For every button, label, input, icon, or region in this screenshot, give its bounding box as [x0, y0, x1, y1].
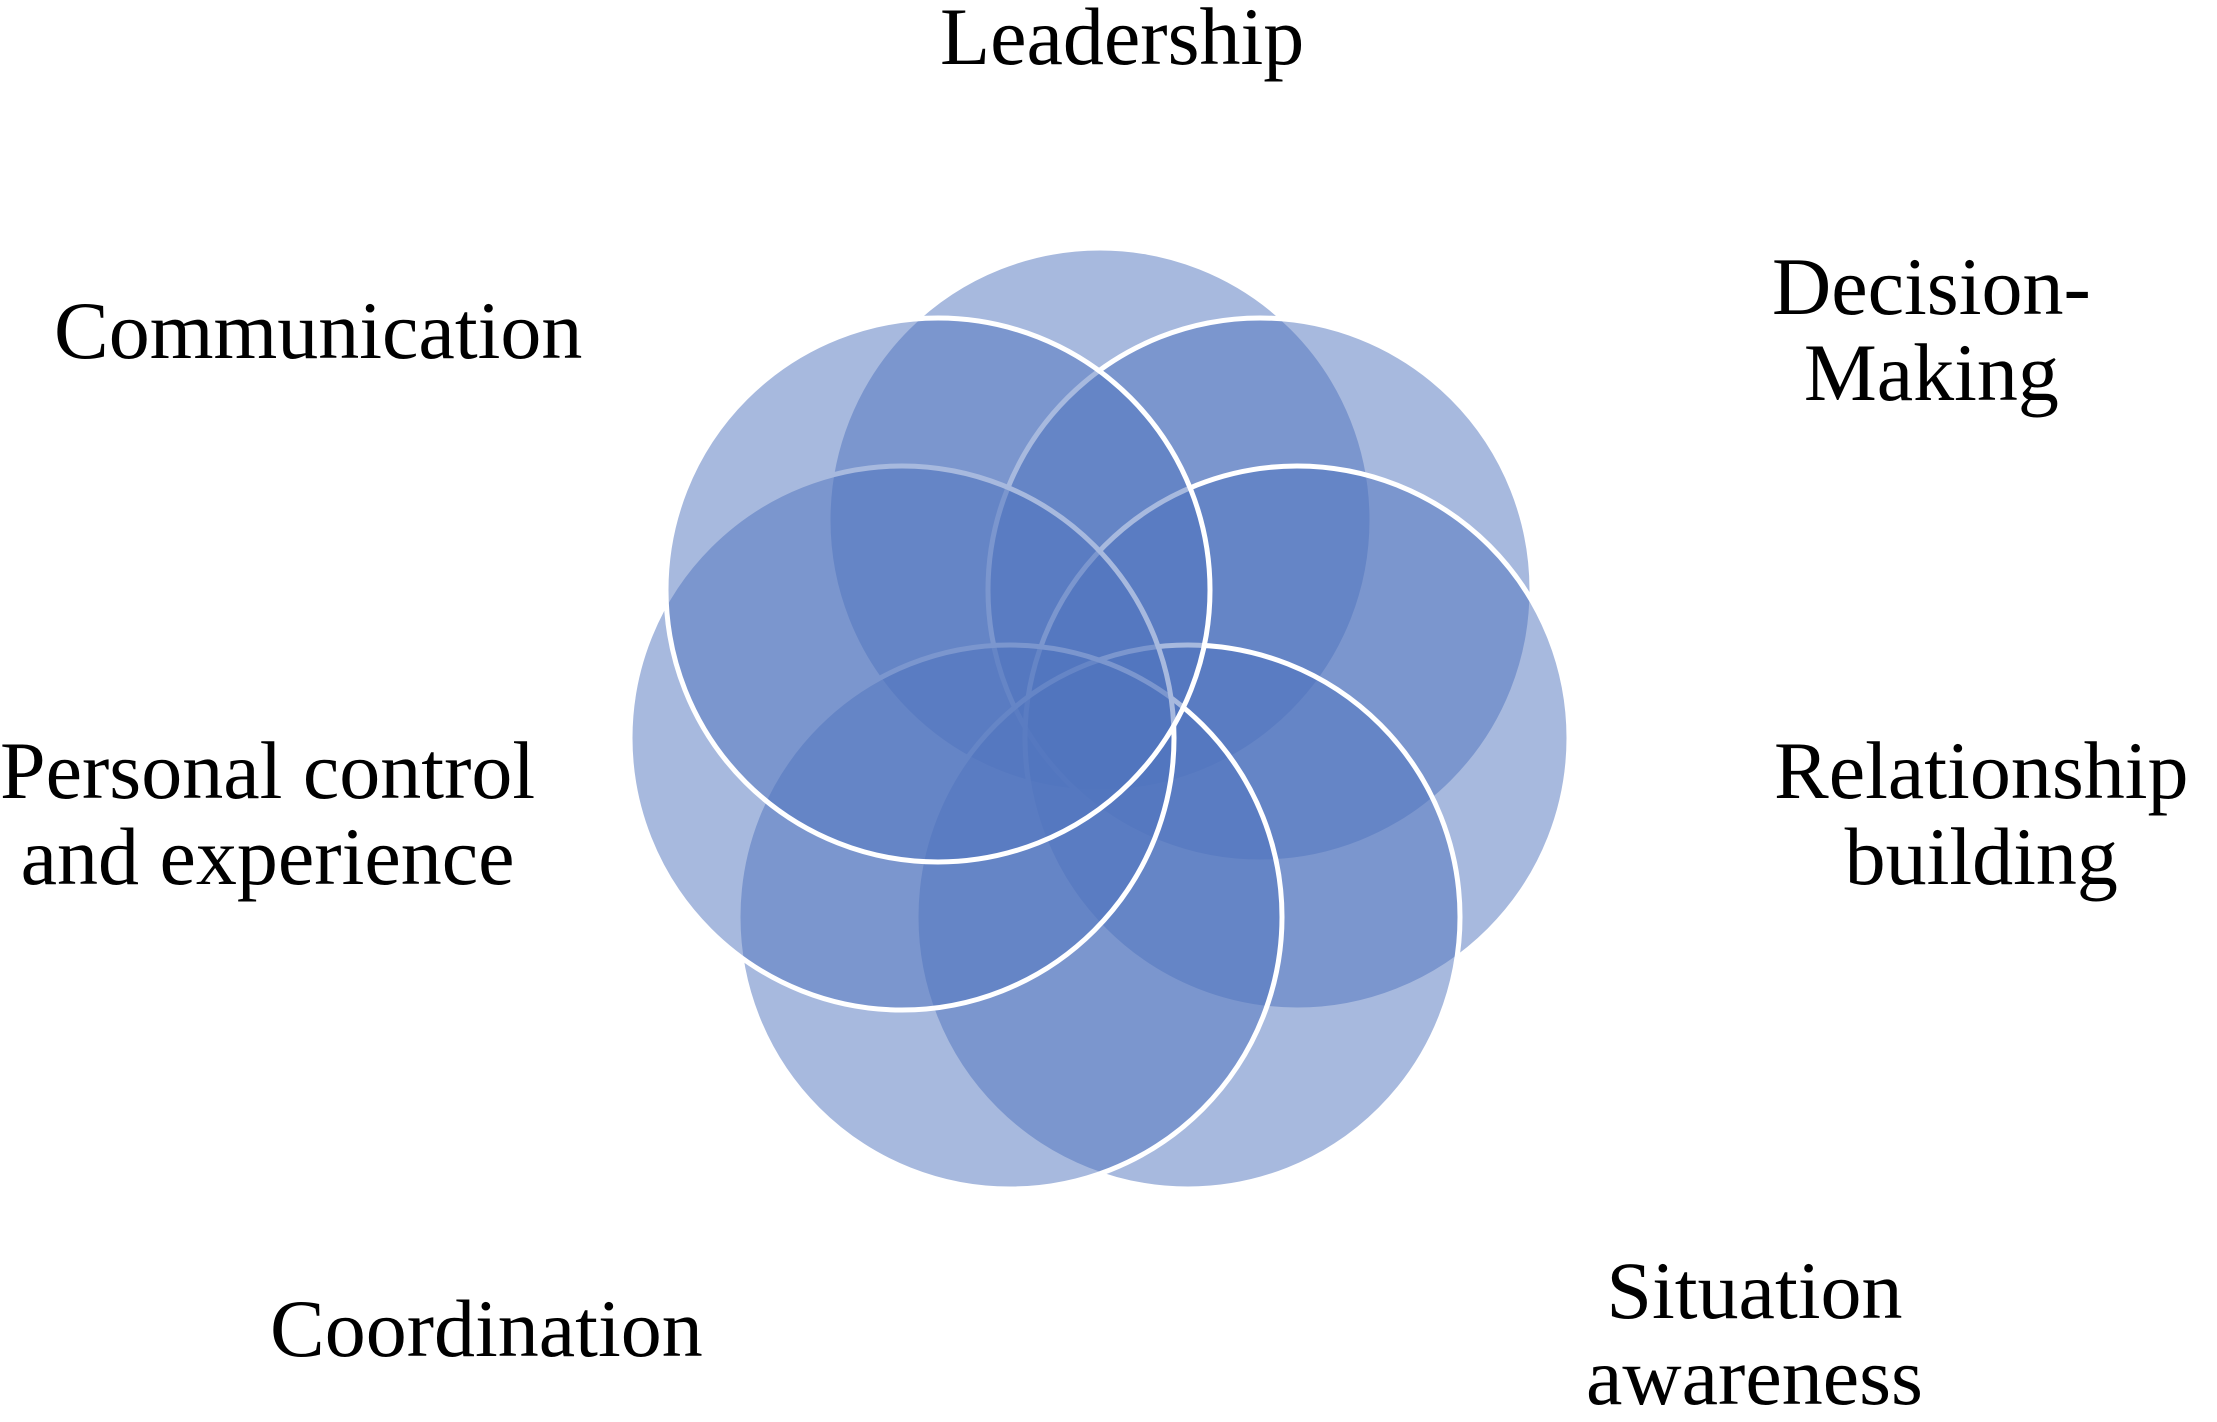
label-decision-making: Decision- Making	[1772, 244, 2091, 416]
petal-layer	[627, 245, 1572, 1192]
label-situation-awareness-line-2: awareness	[1586, 1331, 1923, 1422]
label-relationship-building-line-1: Relationship	[1774, 725, 2189, 816]
label-relationship-building-line-2: building	[1844, 811, 2118, 902]
label-decision-making-line-2: Making	[1803, 327, 2059, 418]
label-situation-awareness: Situation awareness	[1586, 1248, 1923, 1420]
label-personal-control-line-2: and experience	[20, 811, 515, 902]
petal-circle-communication	[663, 315, 1213, 865]
label-personal-control: Personal control and experience	[0, 728, 535, 900]
label-decision-making-line-1: Decision-	[1772, 241, 2091, 332]
label-coordination: Coordination	[270, 1286, 703, 1372]
label-personal-control-line-1: Personal control	[0, 725, 536, 816]
label-leadership-line-1: Leadership	[940, 0, 1305, 82]
label-relationship-building: Relationship building	[1774, 728, 2189, 900]
label-situation-awareness-line-1: Situation	[1606, 1245, 1903, 1336]
label-communication-line-1: Communication	[54, 285, 583, 376]
label-leadership: Leadership	[940, 0, 1304, 80]
label-communication: Communication	[54, 288, 582, 374]
label-coordination-line-1: Coordination	[270, 1283, 703, 1374]
